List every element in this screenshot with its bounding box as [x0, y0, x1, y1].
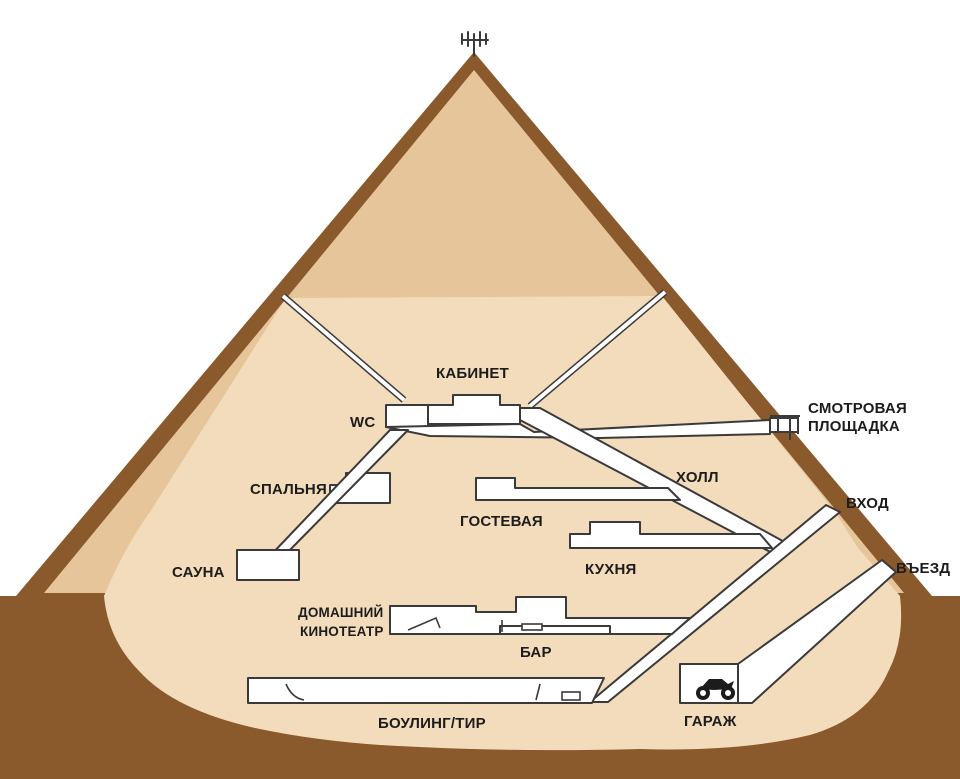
bar-room: [499, 625, 611, 635]
label-wc: WC: [350, 414, 375, 431]
label-entrance: ВХОД: [846, 495, 889, 512]
label-kitchen: КУХНЯ: [585, 561, 636, 578]
room-details: [285, 616, 581, 701]
label-observation-2: ПЛОЩАДКА: [808, 418, 900, 435]
rooms: [236, 394, 897, 704]
cinema-room: [389, 596, 691, 635]
observation-railing: [770, 415, 800, 440]
bowling-room: [247, 677, 605, 704]
bedroom-room: [329, 472, 391, 504]
interior-section: [104, 296, 902, 751]
observation-passage: [769, 417, 799, 433]
entrance-ramp: [589, 504, 841, 703]
labels: КАБИНЕТ WC СМОТРОВАЯ ПЛОЩАДКА ХОЛЛ СПАЛЬ…: [172, 365, 950, 732]
label-guest: ГОСТЕВАЯ: [460, 513, 543, 530]
wc-room: [385, 404, 429, 428]
label-bowling: БОУЛИНГ/ТИР: [378, 715, 486, 732]
sauna-room: [236, 549, 300, 581]
label-cinema-1: ДОМАШНИЙ: [298, 605, 383, 620]
driveway-ramp: [737, 559, 897, 704]
label-observation-1: СМОТРОВАЯ: [808, 400, 907, 417]
label-garage: ГАРАЖ: [684, 713, 737, 730]
label-cabinet: КАБИНЕТ: [436, 365, 509, 382]
label-bedroom: СПАЛЬНЯ: [250, 481, 327, 498]
guest-room: [475, 477, 681, 501]
label-driveway: ВЪЕЗД: [896, 560, 950, 577]
kitchen-room: [569, 521, 773, 549]
label-sauna: САУНА: [172, 564, 225, 581]
antenna-icon: [461, 31, 489, 57]
motorcycle-icon: [696, 679, 735, 700]
label-hall: ХОЛЛ: [676, 469, 719, 486]
label-cinema-2: КИНОТЕАТР: [300, 624, 384, 639]
label-bar: БАР: [520, 644, 552, 661]
